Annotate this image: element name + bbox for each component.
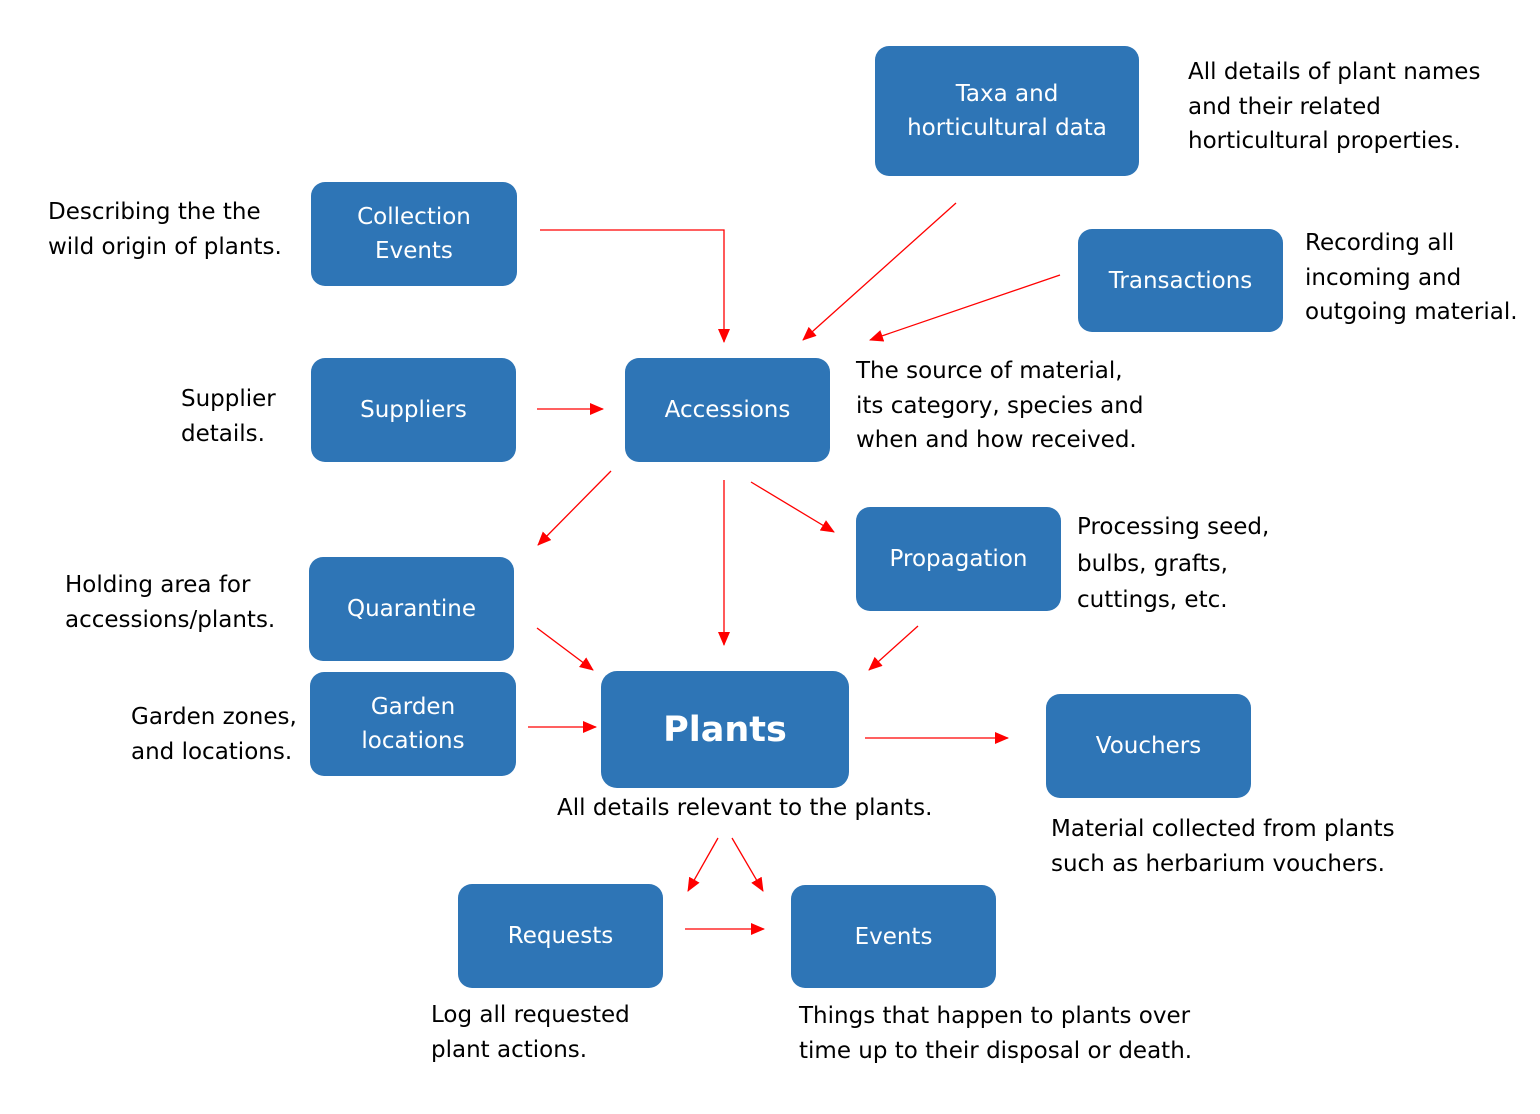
arrow-plants-to-requests <box>687 837 719 892</box>
arrow-quarantine-to-plants <box>536 627 594 671</box>
node-vouchers: Vouchers <box>1046 694 1251 798</box>
arrow-accessions-to-quarantine <box>537 470 612 546</box>
node-transactions: Transactions <box>1078 229 1283 332</box>
note-requests: Log all requested plant actions. <box>431 1002 630 1063</box>
node-accessions: Accessions <box>625 358 830 462</box>
note-garden-locations: Garden zones, and locations. <box>131 704 297 765</box>
node-suppliers: Suppliers <box>311 358 516 462</box>
note-accessions: The source of material, its category, sp… <box>856 358 1144 453</box>
node-collection-events: Collection Events <box>311 182 517 286</box>
note-quarantine: Holding area for accessions/plants. <box>65 572 276 633</box>
node-requests: Requests <box>458 884 663 988</box>
node-quarantine: Quarantine <box>309 557 514 661</box>
arrow-collection-events-to-accessions <box>540 229 730 343</box>
note-events: Things that happen to plants over time u… <box>799 1003 1193 1064</box>
note-suppliers: Supplier details. <box>181 386 276 447</box>
arrow-accessions-to-propagation <box>750 481 835 533</box>
note-taxa: All details of plant names and their rel… <box>1188 59 1481 154</box>
node-garden-locations: Garden locations <box>310 672 516 776</box>
node-plants: Plants <box>601 671 849 788</box>
node-taxa-horticultural-data: Taxa and horticultural data <box>875 46 1139 176</box>
node-propagation: Propagation <box>856 507 1061 611</box>
note-transactions: Recording all incoming and outgoing mate… <box>1305 230 1518 325</box>
note-vouchers: Material collected from plants such as h… <box>1051 816 1395 877</box>
arrow-transactions-to-accessions <box>869 274 1061 342</box>
arrow-taxa-to-accessions <box>802 202 957 341</box>
note-collection-events: Describing the the wild origin of plants… <box>48 199 282 260</box>
node-events: Events <box>791 885 996 988</box>
note-propagation: Processing seed, bulbs, grafts, cuttings… <box>1077 514 1270 613</box>
note-plants: All details relevant to the plants. <box>557 795 933 821</box>
arrow-propagation-to-plants <box>868 625 919 671</box>
arrow-plants-to-events <box>731 837 764 892</box>
